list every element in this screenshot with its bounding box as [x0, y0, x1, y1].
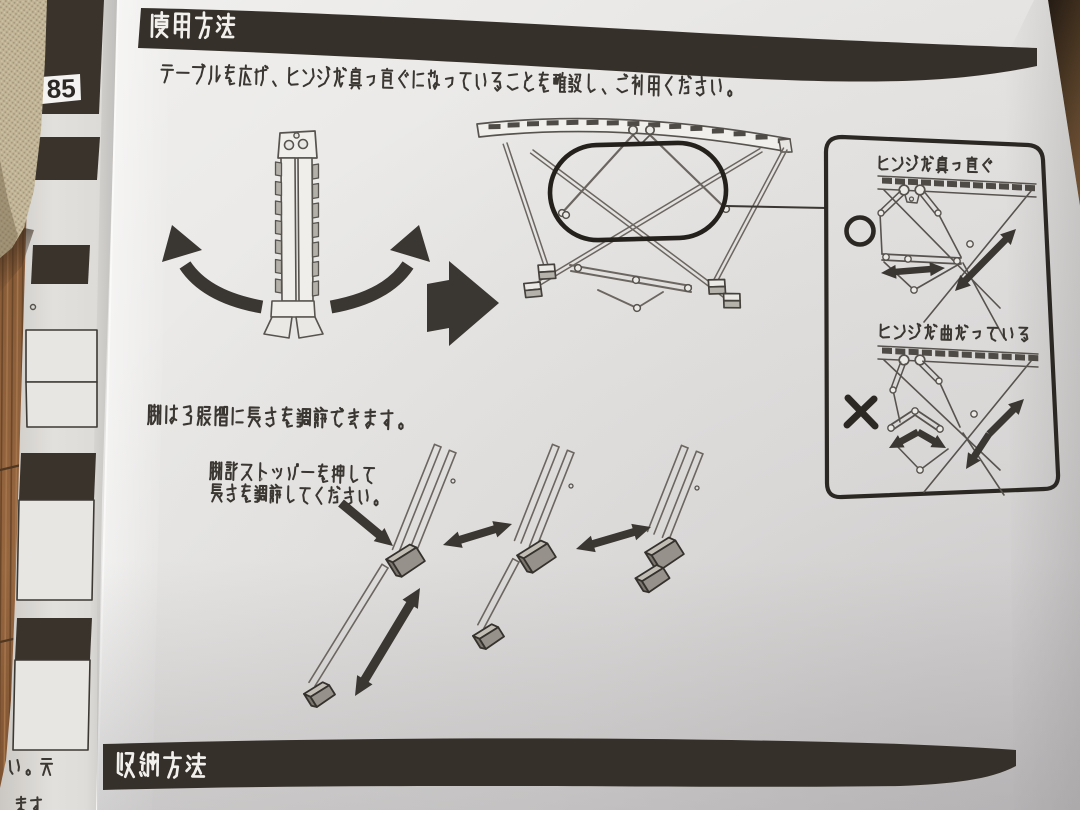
svg-text:85: 85: [46, 73, 76, 104]
